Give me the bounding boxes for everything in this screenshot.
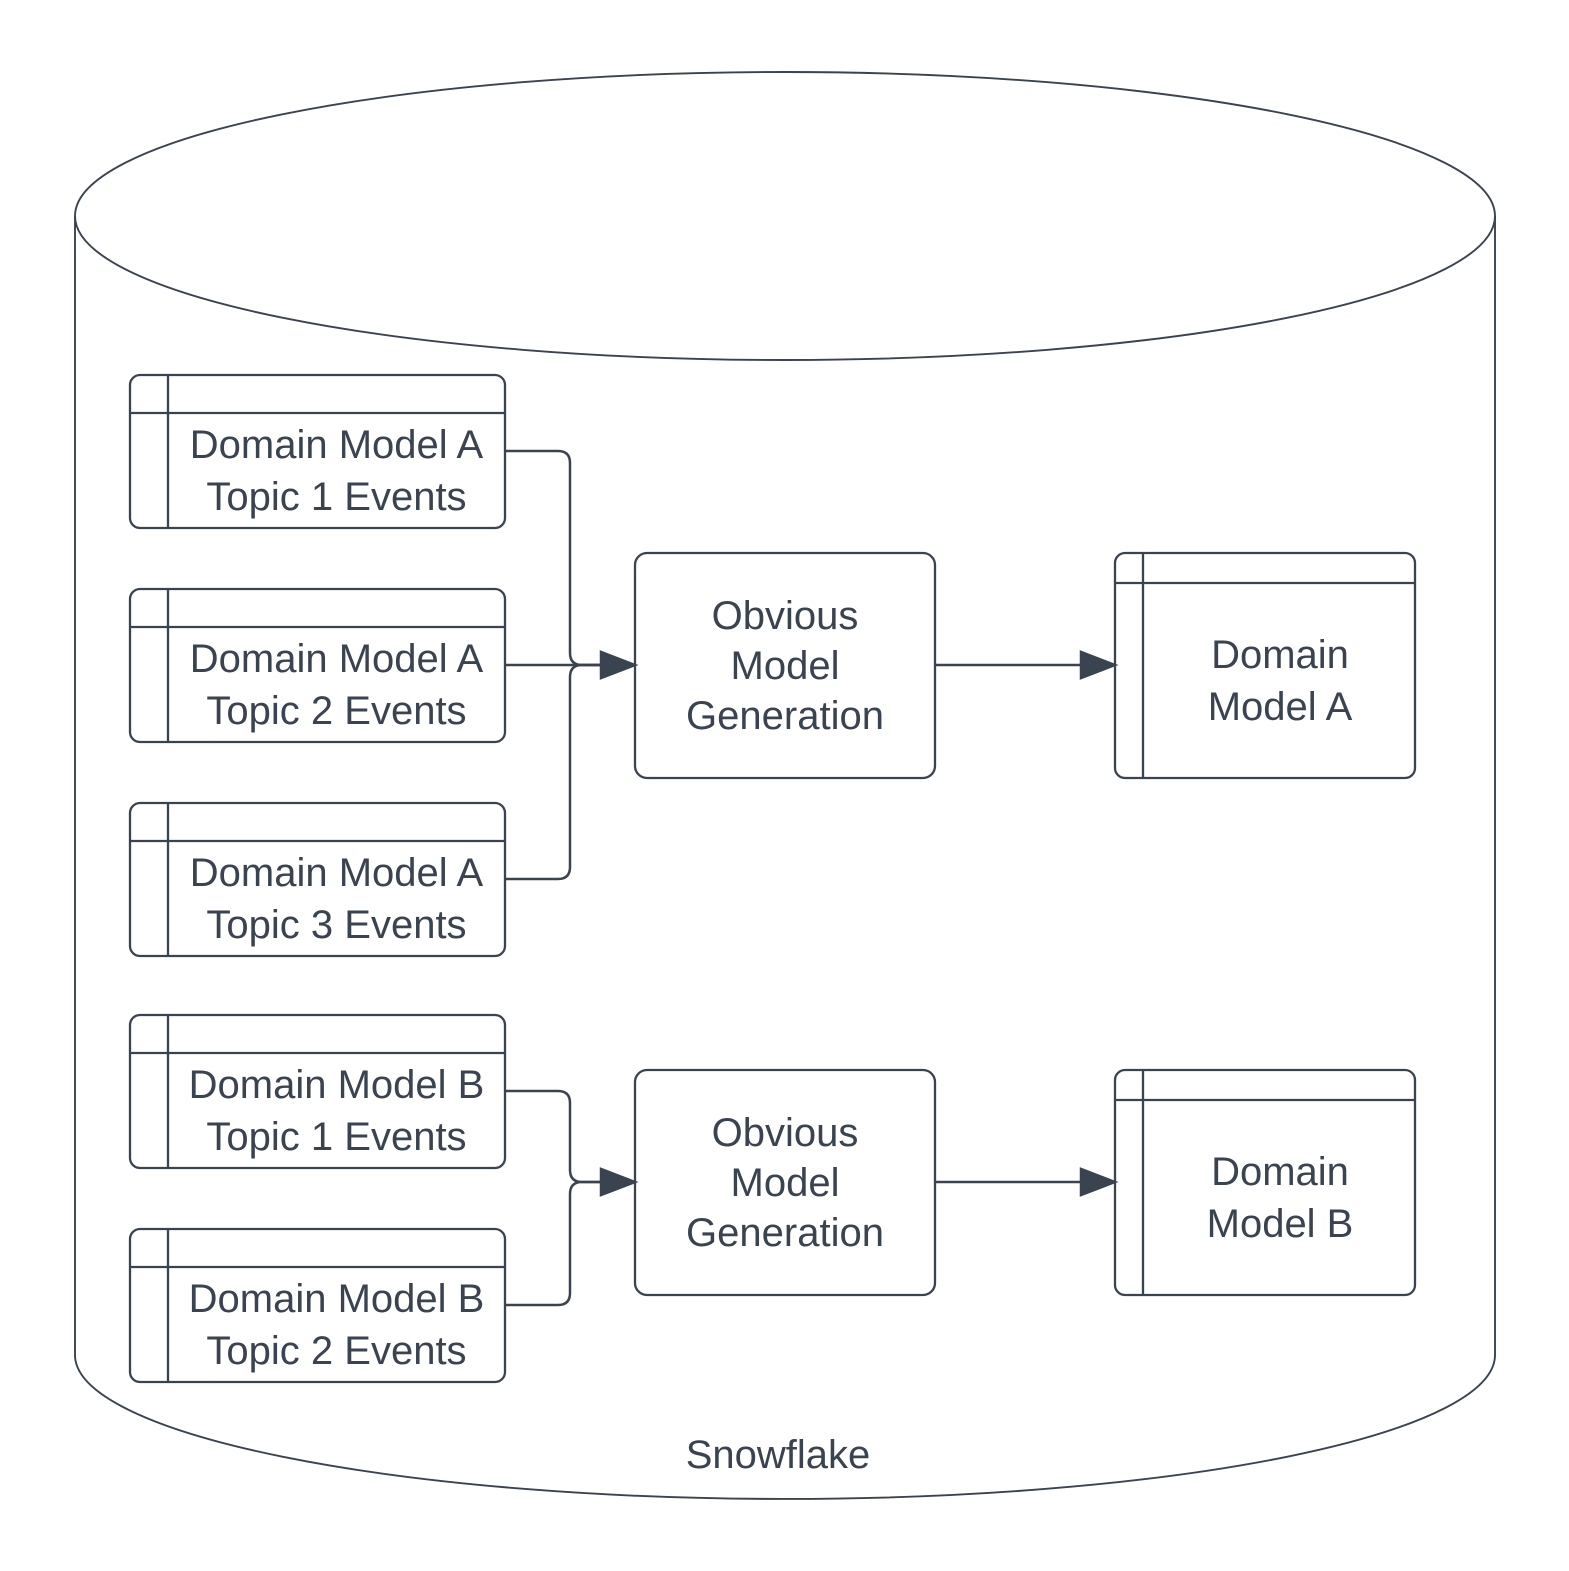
- label-process-a: Obvious Model Generation: [686, 593, 884, 738]
- label-b-topic1: Domain Model B Topic 1 Events: [188, 1062, 485, 1159]
- snowflake-cylinder: [74, 71, 1496, 1500]
- label-domain-model-b: Domain Model B: [1206, 1149, 1354, 1246]
- label-snowflake: Snowflake: [685, 1433, 871, 1477]
- arrowhead-b-into-output: [1079, 1167, 1119, 1197]
- table-a-topic1: [128, 373, 507, 530]
- arrowhead-a-into-output: [1079, 650, 1119, 680]
- connector-b-topic2: [505, 1180, 601, 1307]
- arrowhead-a-into-process: [599, 650, 639, 680]
- connector-a-topic1: [505, 449, 601, 667]
- label-process-b: Obvious Model Generation: [686, 1110, 884, 1255]
- cylinder-top-ellipse: [74, 71, 1496, 361]
- label-a-topic2: Domain Model A Topic 2 Events: [189, 636, 484, 733]
- arrowhead-b-into-process: [599, 1167, 639, 1197]
- connectors-pipeline-a: [505, 449, 1119, 881]
- connectors-pipeline-b: [505, 1089, 1119, 1307]
- label-domain-model-a: Domain Model A: [1207, 632, 1353, 729]
- connector-b-topic1: [505, 1089, 601, 1184]
- label-a-topic1: Domain Model A Topic 1 Events: [189, 422, 484, 519]
- connector-a-topic3: [505, 663, 601, 881]
- label-a-topic3: Domain Model A Topic 3 Events: [189, 850, 484, 947]
- cylinder-body: [74, 216, 1496, 1500]
- label-b-topic2: Domain Model B Topic 2 Events: [188, 1276, 485, 1373]
